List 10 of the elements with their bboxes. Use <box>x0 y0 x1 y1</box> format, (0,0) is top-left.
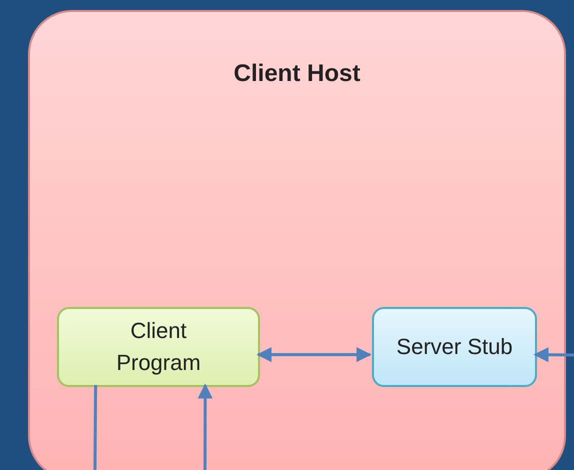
arrow <box>198 384 213 470</box>
arrow <box>256 347 372 362</box>
process-box <box>372 307 537 387</box>
node-label: Server Stub <box>396 333 513 362</box>
host-container <box>28 10 566 470</box>
arrow <box>534 347 574 362</box>
process-box <box>57 307 260 387</box>
group-title: Client Host <box>234 59 360 89</box>
node-label: Client Program <box>115 317 202 377</box>
connector-line <box>94 384 98 470</box>
